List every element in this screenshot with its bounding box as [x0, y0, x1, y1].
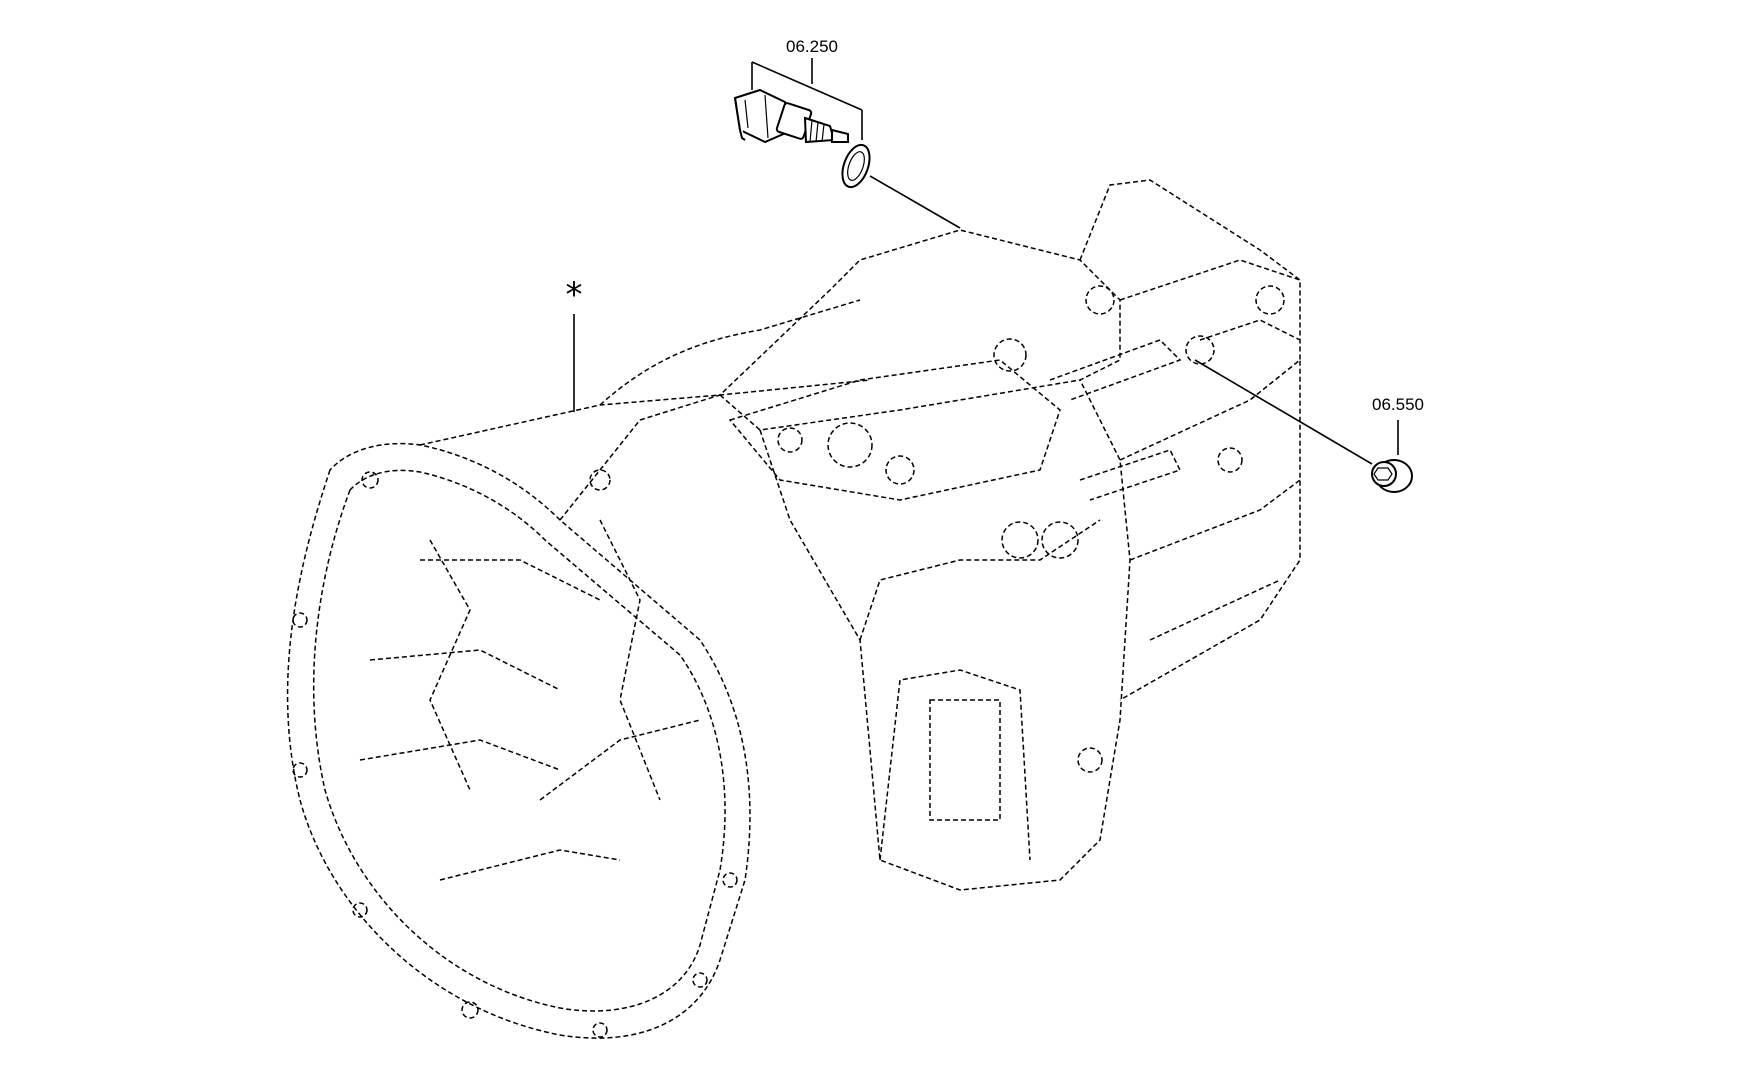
drain-plug[interactable]	[1371, 459, 1413, 493]
sensor-switch-assembly[interactable]	[733, 88, 849, 144]
seal-ring[interactable]	[837, 141, 875, 191]
assembly-asterisk-marker: *	[566, 275, 583, 315]
transmission-housing	[286, 179, 1301, 1039]
callout-bracket-06250	[751, 58, 961, 229]
sensor-callout-label: 06.250	[786, 37, 838, 56]
callout-leader-06550	[1194, 359, 1399, 465]
plug-callout-label: 06.550	[1372, 395, 1424, 414]
